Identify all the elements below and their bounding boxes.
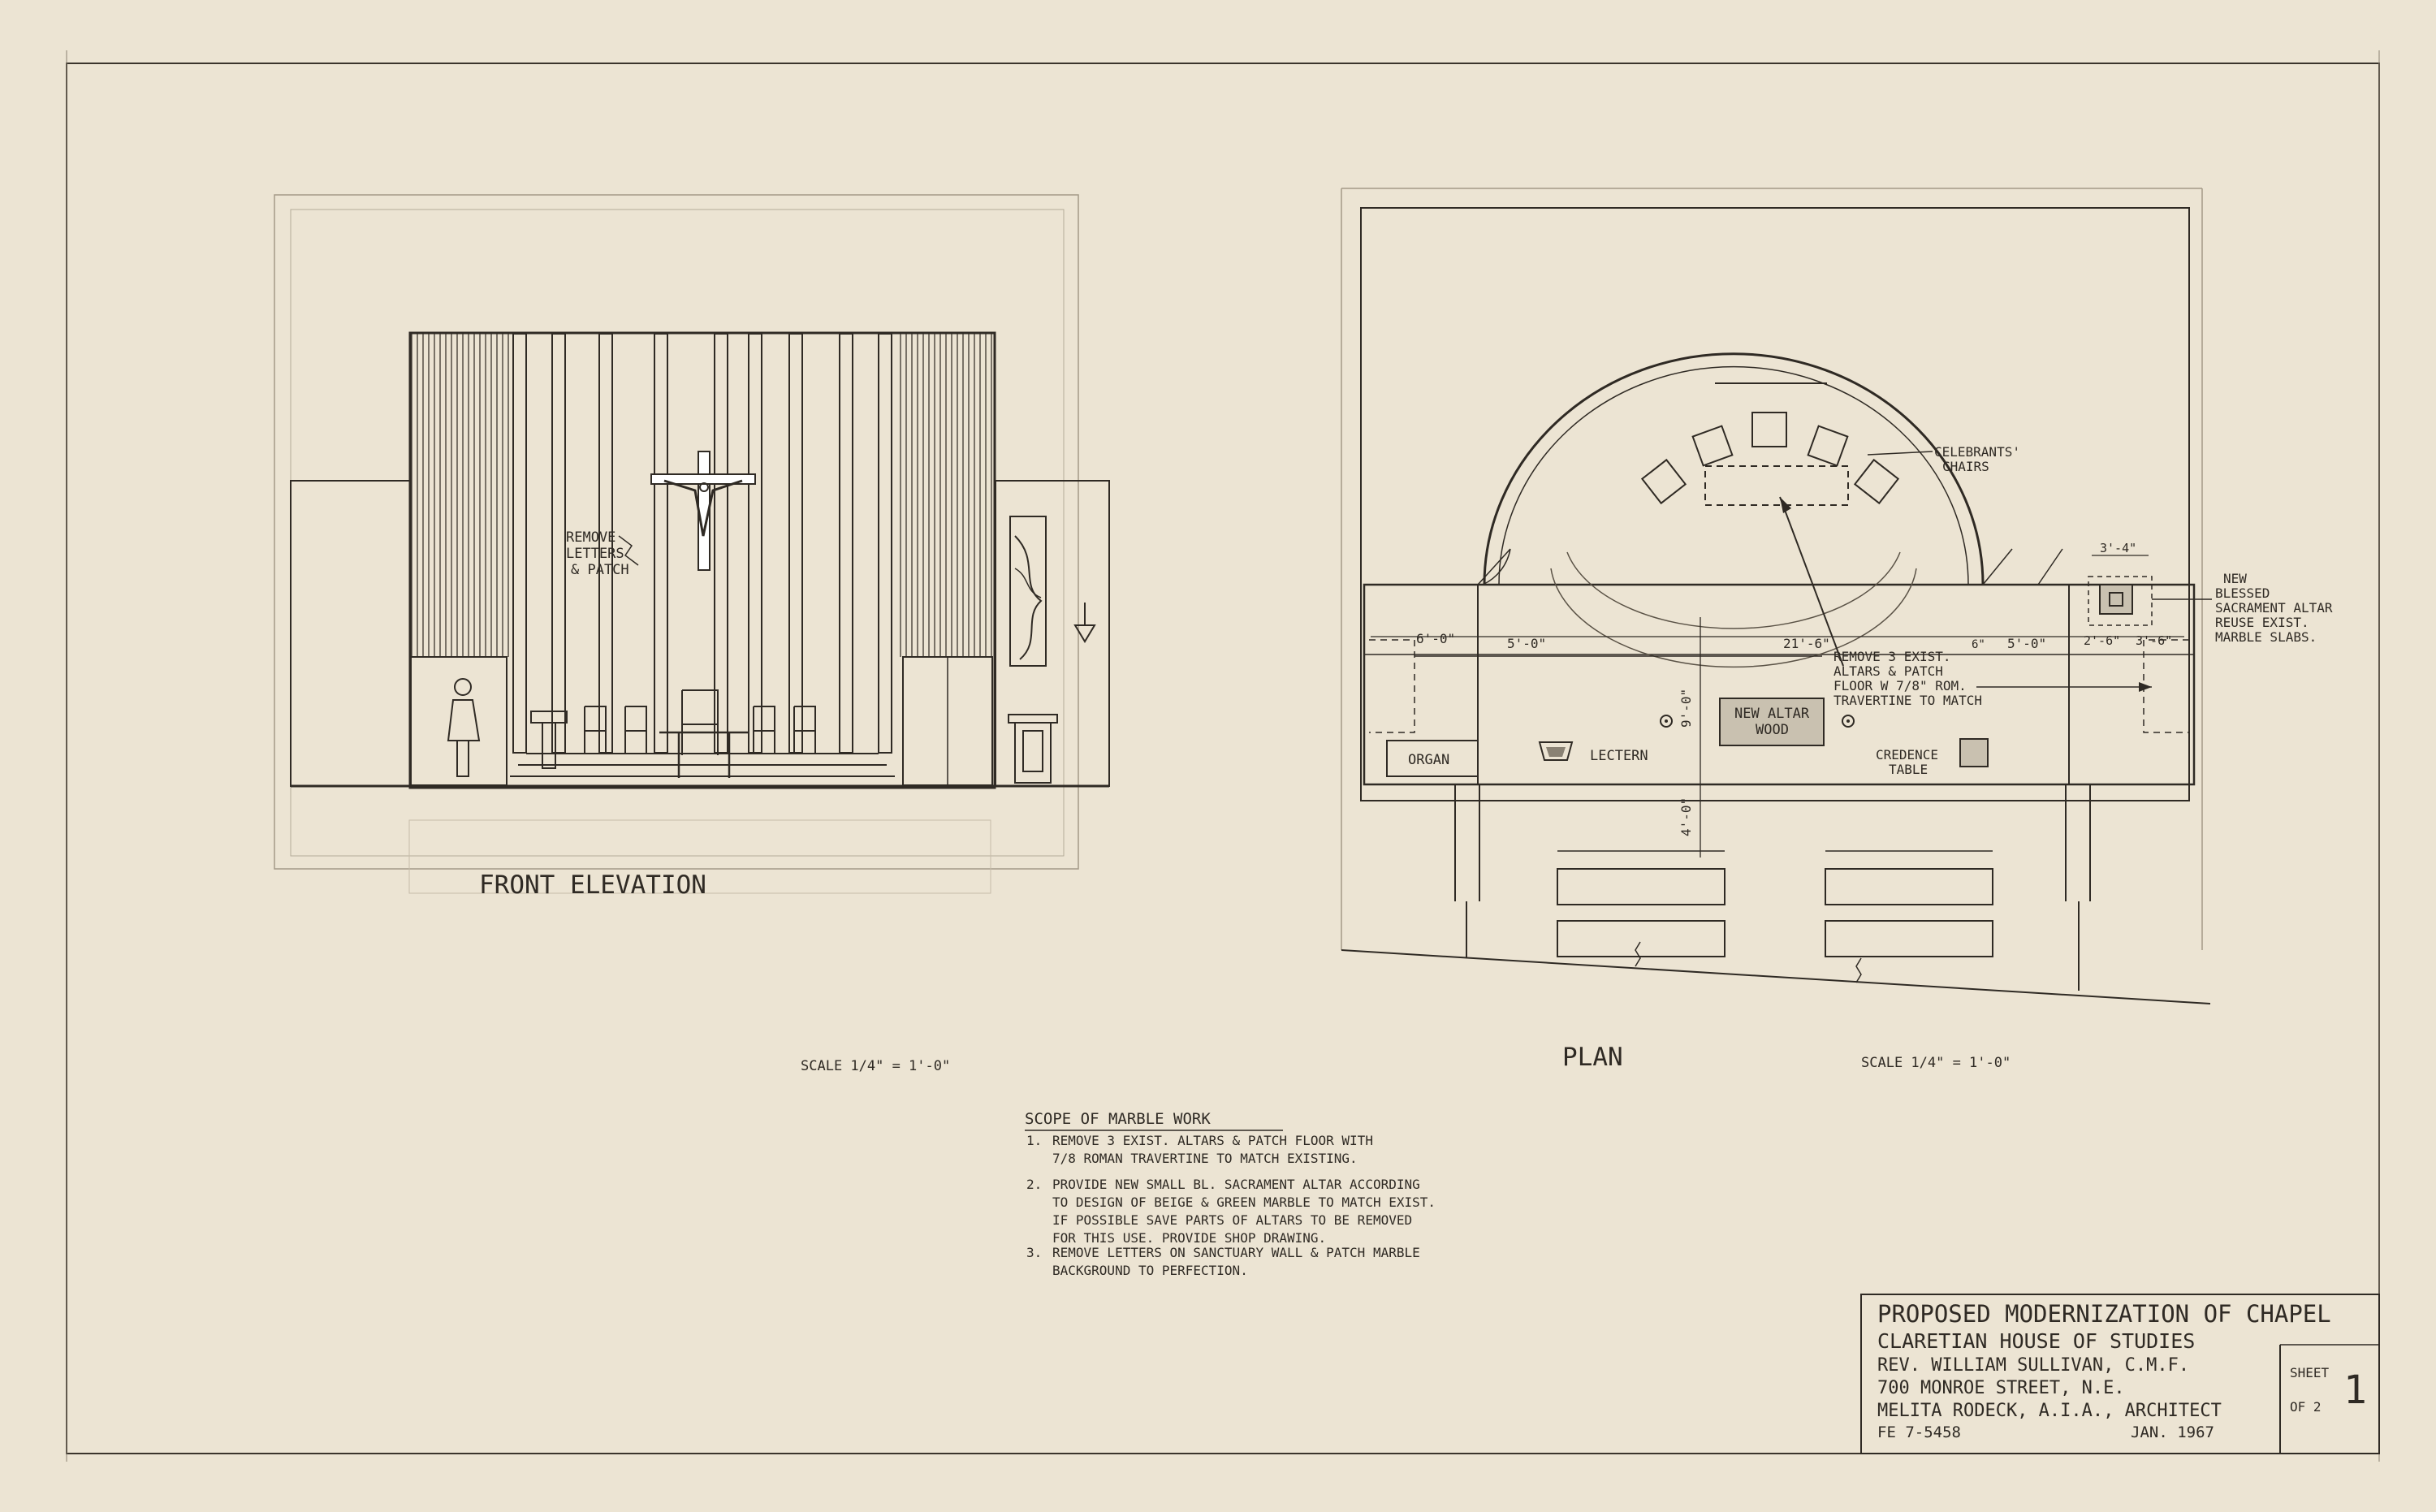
- plan-scale: SCALE 1/4" = 1'-0": [1861, 1055, 2011, 1071]
- scope-item-2-line-1: PROVIDE NEW SMALL BL. SACRAMENT ALTAR AC…: [1052, 1177, 1420, 1192]
- sheet-number: 1: [2343, 1367, 2367, 1413]
- plan-dimension-lines: [1371, 555, 2184, 858]
- scope-item-2-line-3: IF POSSIBLE SAVE PARTS OF ALTARS TO BE R…: [1052, 1212, 1412, 1228]
- dim-21ft: 21'-6": [1783, 636, 1830, 651]
- dim-3ft6: 3'-6": [2136, 633, 2172, 648]
- title-block: PROPOSED MODERNIZATION OF CHAPEL CLARETI…: [1860, 1294, 2380, 1454]
- crucifix-icon: [650, 451, 756, 571]
- sheet-border: [66, 50, 2380, 1462]
- note-remove-letters-2: LETTERS: [566, 546, 624, 562]
- front-elevation-title: FRONT ELEVATION: [479, 870, 706, 900]
- scope-item-2-num: 2.: [1026, 1177, 1042, 1192]
- scope-item-2-line-2: TO DESIGN OF BEIGE & GREEN MARBLE TO MAT…: [1052, 1194, 1436, 1210]
- project-title: PROPOSED MODERNIZATION OF CHAPEL: [1877, 1300, 2331, 1328]
- altar-elevation: [659, 731, 749, 778]
- organ-label: ORGAN: [1408, 752, 1449, 768]
- dim-5ft-left: 5'-0": [1507, 636, 1546, 651]
- note-remove-letters-1: REMOVE: [566, 529, 615, 546]
- dim-6in: 6": [1972, 638, 1985, 651]
- dim-5ft-right: 5'-0": [2007, 636, 2046, 651]
- new-altar-label-1: NEW ALTAR: [1734, 706, 1810, 722]
- title-line-1: CLARETIAN HOUSE OF STUDIES: [1877, 1329, 2195, 1353]
- organ-plan: [1386, 740, 1479, 777]
- title-line-3: 700 MONROE STREET, N.E.: [1877, 1378, 2125, 1398]
- scope-item-3-num: 3.: [1026, 1245, 1042, 1260]
- nave-and-pews: [1341, 784, 2211, 1004]
- drawing-date: JAN. 1967: [2131, 1423, 2214, 1441]
- lectern-plan: [1538, 741, 1574, 761]
- scope-item-2-line-4: FOR THIS USE. PROVIDE SHOP DRAWING.: [1052, 1230, 1326, 1246]
- sacrament-label-2: BLESSED: [2215, 585, 2270, 601]
- dim-6ft: 6'-0": [1416, 631, 1455, 646]
- priest-figure-icon: [447, 678, 481, 777]
- sheet-label: SHEET: [2290, 1365, 2330, 1380]
- scope-item-3-line-2: BACKGROUND TO PERFECTION.: [1052, 1263, 1248, 1278]
- celebrants-chairs-plan: [1640, 412, 1900, 506]
- celebrants-chairs-label-1: CELEBRANTS': [1934, 444, 2020, 460]
- dim-2ft6: 2'-6": [2084, 633, 2120, 648]
- credence-table-label-1: CREDENCE: [1876, 747, 1938, 762]
- note-remove-letters-3: & PATCH: [571, 562, 629, 578]
- sacrament-label-5: MARBLE SLABS.: [2215, 629, 2317, 645]
- ambo-icon: [530, 711, 568, 769]
- remove-altars-label-1: REMOVE 3 EXIST.: [1833, 649, 1951, 664]
- plan-title: PLAN: [1562, 1043, 1623, 1072]
- front-elevation: REMOVE LETTERS & PATCH: [274, 194, 1110, 1074]
- architect-phone: FE 7-5458: [1877, 1423, 1961, 1441]
- title-line-4: MELITA RODECK, A.I.A., ARCHITECT: [1877, 1401, 2222, 1421]
- banner-icon: [1009, 516, 1047, 667]
- new-altar-label-2: WOOD: [1756, 722, 1789, 738]
- front-elevation-scale: SCALE 1/4" = 1'-0": [801, 1058, 950, 1074]
- sacrament-label-4: REUSE EXIST.: [2215, 615, 2309, 630]
- lamp-icon: [1073, 603, 1096, 643]
- scope-item-1-line-2: 7/8 ROMAN TRAVERTINE TO MATCH EXISTING.: [1052, 1151, 1358, 1166]
- lectern-label: LECTERN: [1590, 748, 1648, 764]
- credence-table-plan: [1959, 738, 1989, 767]
- new-altar-plan: [1719, 698, 1825, 746]
- dim-3ft4: 3'-4": [2100, 541, 2136, 555]
- sacrament-altar-elevation: [1008, 714, 1058, 784]
- scope-item-1-line-1: REMOVE 3 EXIST. ALTARS & PATCH FLOOR WIT…: [1052, 1133, 1373, 1148]
- sheet-of: OF 2: [2290, 1399, 2322, 1415]
- scope-item-1-num: 1.: [1026, 1133, 1042, 1148]
- scope-of-marble-work: SCOPE OF MARBLE WORK 1. REMOVE 3 EXIST. …: [1025, 1110, 1436, 1278]
- dim-4ft: 4'-0": [1678, 797, 1694, 836]
- remove-altars-label-2: ALTARS & PATCH: [1833, 663, 1943, 679]
- dim-9ft: 9'-0": [1678, 689, 1694, 728]
- remove-altars-label-3: FLOOR W 7/8" ROM.: [1833, 678, 1967, 693]
- scope-heading: SCOPE OF MARBLE WORK: [1025, 1110, 1211, 1128]
- sacrament-altar-plan: [2088, 576, 2153, 626]
- title-line-2: REV. WILLIAM SULLIVAN, C.M.F.: [1877, 1355, 2189, 1376]
- floor-plan: CELEBRANTS' CHAIRS REMOVE 3 EXIST. ALTAR…: [1341, 188, 2333, 1072]
- remove-altars-label-4: TRAVERTINE TO MATCH: [1833, 693, 1982, 708]
- credence-table-label-2: TABLE: [1889, 762, 1928, 777]
- scope-item-3-line-1: REMOVE LETTERS ON SANCTUARY WALL & PATCH…: [1052, 1245, 1420, 1260]
- celebrants-chairs-label-2: CHAIRS: [1942, 459, 1989, 474]
- sacrament-label-1: NEW: [2223, 571, 2247, 586]
- chairs-elevation: [584, 689, 816, 755]
- sacrament-label-3: SACRAMENT ALTAR: [2215, 600, 2333, 616]
